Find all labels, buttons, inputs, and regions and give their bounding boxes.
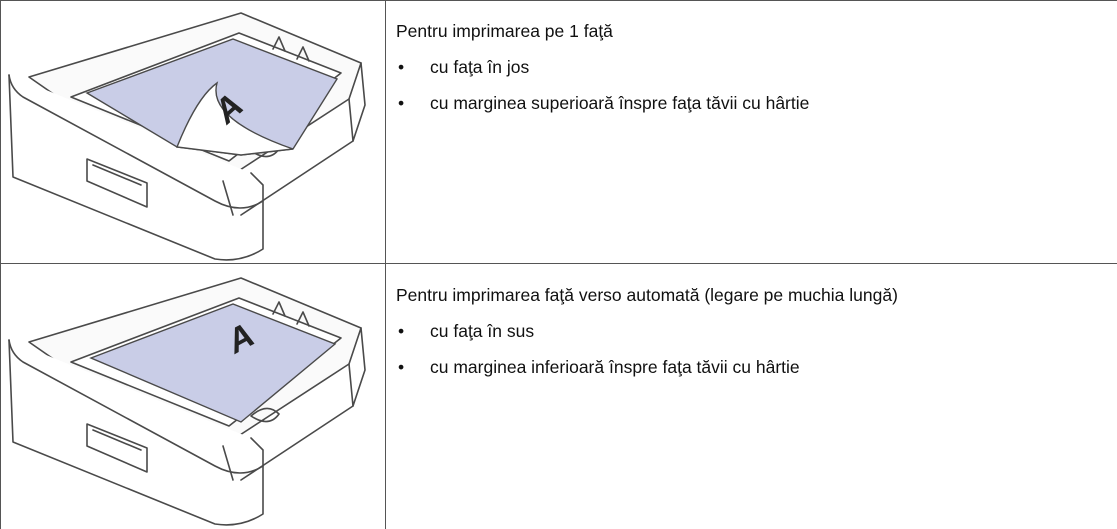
list-item: • cu faţa în jos: [396, 55, 1117, 79]
list-item: • cu marginea inferioară înspre faţa tăv…: [396, 355, 1117, 379]
row-heading: Pentru imprimarea pe 1 faţă: [396, 21, 613, 41]
list-item: • cu marginea superioară înspre faţa tăv…: [396, 91, 1117, 115]
row-heading: Pentru imprimarea faţă verso automată (l…: [396, 285, 898, 305]
duplex-instructions: Pentru imprimarea faţă verso automată (l…: [396, 283, 1117, 379]
list-item-text: cu marginea inferioară înspre faţa tăvii…: [430, 357, 800, 377]
table-row-divider: [0, 263, 1117, 264]
table-column-divider: [385, 0, 386, 529]
list-item-text: cu marginea superioară înspre faţa tăvii…: [430, 93, 810, 113]
table-border-left: [0, 0, 1, 529]
bullet-icon: •: [398, 57, 405, 77]
list-item-text: cu faţa în jos: [430, 57, 530, 77]
bullet-icon: •: [398, 93, 405, 113]
list-item: • cu faţa în sus: [396, 319, 1117, 343]
list-item-text: cu faţa în sus: [430, 321, 535, 341]
paper-tray-face-up-illustration: A: [1, 264, 385, 529]
single-sided-instructions: Pentru imprimarea pe 1 faţă • cu faţa în…: [396, 19, 1117, 115]
table-border-top: [0, 0, 1117, 1]
bullet-icon: •: [398, 321, 405, 341]
paper-tray-face-down-illustration: A: [1, 1, 385, 263]
bullet-icon: •: [398, 357, 405, 377]
